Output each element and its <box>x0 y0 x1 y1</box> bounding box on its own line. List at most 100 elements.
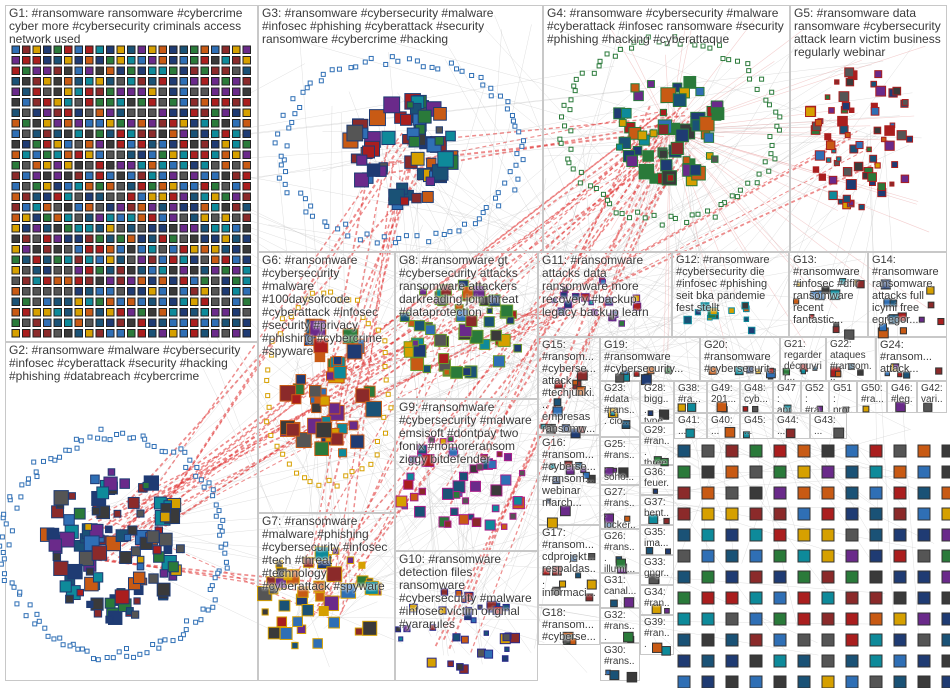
group-g40: G40: ... <box>707 413 740 439</box>
group-label: G32: #rans... <box>604 610 637 643</box>
node <box>419 488 425 494</box>
node <box>138 298 146 306</box>
node <box>23 214 31 222</box>
node <box>149 88 157 96</box>
node <box>86 78 94 86</box>
node <box>159 88 167 96</box>
node <box>201 277 209 285</box>
node <box>384 62 388 66</box>
node <box>93 573 102 582</box>
node <box>243 78 251 86</box>
node <box>652 213 656 217</box>
node <box>128 183 136 191</box>
node <box>170 130 178 138</box>
node <box>678 592 690 604</box>
node <box>180 309 188 317</box>
group-label: G18: #ransom... #cyberse... #malware #tu… <box>542 607 597 645</box>
node <box>750 655 762 667</box>
node <box>774 634 786 646</box>
node <box>12 330 20 338</box>
node <box>219 545 223 549</box>
node <box>159 298 167 306</box>
node <box>213 576 217 580</box>
node <box>444 370 449 375</box>
node <box>678 404 685 411</box>
node <box>727 58 731 62</box>
node <box>44 78 52 86</box>
node <box>54 151 62 159</box>
node <box>49 457 53 461</box>
node <box>415 234 419 238</box>
node <box>418 110 431 123</box>
node <box>124 534 130 540</box>
node <box>69 493 76 500</box>
node <box>61 643 65 647</box>
node <box>222 298 230 306</box>
node <box>94 610 101 617</box>
node <box>404 480 413 489</box>
node <box>683 157 690 164</box>
node <box>726 487 738 499</box>
group-label: G52: #ra... <box>805 383 826 413</box>
node <box>85 649 89 653</box>
node <box>846 508 858 520</box>
node <box>574 77 578 81</box>
node <box>86 204 94 212</box>
node <box>53 458 57 462</box>
node <box>75 183 83 191</box>
node <box>191 88 199 96</box>
node <box>678 529 690 541</box>
node <box>702 445 714 457</box>
node <box>12 309 20 317</box>
node <box>8 495 12 499</box>
node <box>128 162 136 170</box>
node <box>201 67 209 75</box>
node <box>164 546 172 554</box>
node <box>54 88 62 96</box>
node <box>363 621 377 635</box>
group-label: G37: bent... <box>644 497 671 525</box>
node <box>149 298 157 306</box>
node <box>285 191 289 195</box>
node <box>12 288 20 296</box>
node <box>407 473 414 480</box>
node <box>180 214 188 222</box>
node <box>870 634 882 646</box>
node <box>131 436 135 440</box>
group-label: G34: #ran... <box>644 587 671 615</box>
node <box>627 156 638 167</box>
node <box>415 59 419 63</box>
node <box>222 288 230 296</box>
node <box>201 183 209 191</box>
node <box>411 358 424 371</box>
node <box>96 88 104 96</box>
node <box>128 309 136 317</box>
node <box>870 466 882 478</box>
node <box>86 130 94 138</box>
node <box>75 446 79 450</box>
node <box>111 656 115 660</box>
node <box>75 162 83 170</box>
node <box>918 592 930 604</box>
node <box>107 109 115 117</box>
node <box>489 86 493 90</box>
node <box>149 330 157 338</box>
node <box>624 598 633 607</box>
node <box>54 57 62 65</box>
node <box>893 87 901 95</box>
node <box>726 676 738 688</box>
node <box>180 120 188 128</box>
node <box>918 655 930 667</box>
node <box>569 98 573 102</box>
node <box>107 141 115 149</box>
node <box>347 125 363 141</box>
node <box>201 288 209 296</box>
node <box>822 655 834 667</box>
group-label: G26: #rans... illumi... <box>604 531 637 573</box>
node <box>12 120 20 128</box>
node <box>117 57 125 65</box>
node <box>44 330 52 338</box>
node <box>117 120 125 128</box>
node <box>774 571 786 583</box>
node <box>138 288 146 296</box>
